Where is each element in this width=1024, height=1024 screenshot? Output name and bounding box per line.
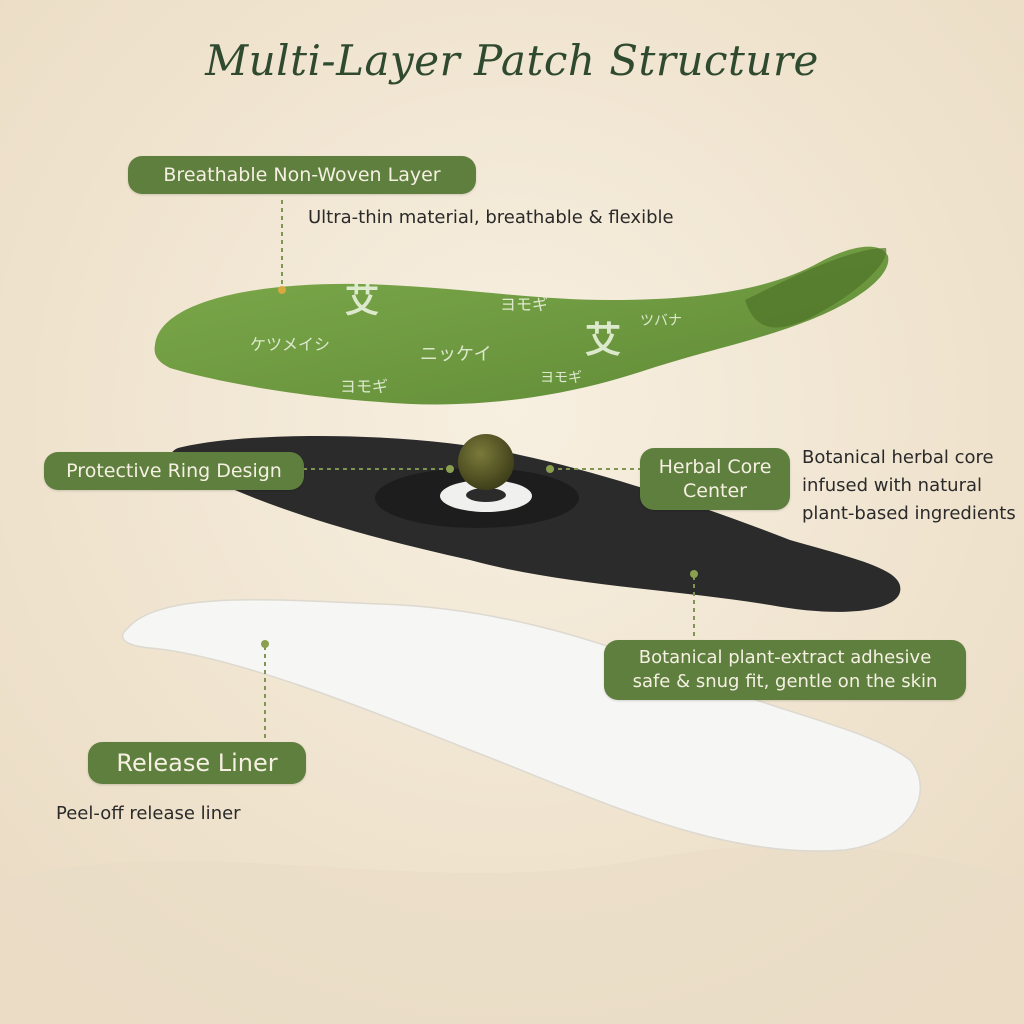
glyph-text: 艾 xyxy=(585,320,621,361)
breathable-layer xyxy=(154,246,889,405)
adhesive-label: Botanical plant-extract adhesive safe & … xyxy=(604,640,966,700)
herbal-core-label: Herbal Core Center xyxy=(640,448,790,510)
page-title: Multi-Layer Patch Structure xyxy=(205,36,819,85)
glyph-text: ヨモギ xyxy=(500,295,548,314)
glyph-text: 艾 xyxy=(345,281,379,321)
glyph-text: ケツメイシ xyxy=(250,335,330,354)
layer-glyphs: ヨモギ 艾 ケツメイシ ニッケイ ヨモギ 艾 ツバナ ヨモギ xyxy=(250,281,682,396)
release-liner-label: Release Liner xyxy=(88,742,306,784)
ring-hole xyxy=(466,488,506,502)
herbal-core-description: Botanical herbal core infused with natur… xyxy=(802,447,1016,524)
release-liner-description: Peel-off release liner xyxy=(56,803,241,824)
breathable-layer-description: Ultra-thin material, breathable & flexib… xyxy=(308,207,674,228)
release-liner-layer xyxy=(121,599,921,852)
leader-dot-core xyxy=(546,465,554,473)
breathable-layer-label: Breathable Non-Woven Layer xyxy=(128,156,476,194)
leader-dot-liner xyxy=(261,640,269,648)
protective-ring-label: Protective Ring Design xyxy=(44,452,304,490)
herbal-core-ball xyxy=(458,434,514,490)
leader-dot-adhesive xyxy=(690,570,698,578)
glyph-text: ツバナ xyxy=(640,313,682,329)
leader-dot-top xyxy=(278,286,286,294)
layer-curl xyxy=(745,248,887,328)
leader-dot-ring xyxy=(446,465,454,473)
glyph-text: ニッケイ xyxy=(420,344,492,365)
background-wave xyxy=(0,845,1024,1024)
glyph-text: ヨモギ xyxy=(340,377,388,396)
glyph-text: ヨモギ xyxy=(540,370,582,386)
adhesive-layer xyxy=(171,435,901,612)
